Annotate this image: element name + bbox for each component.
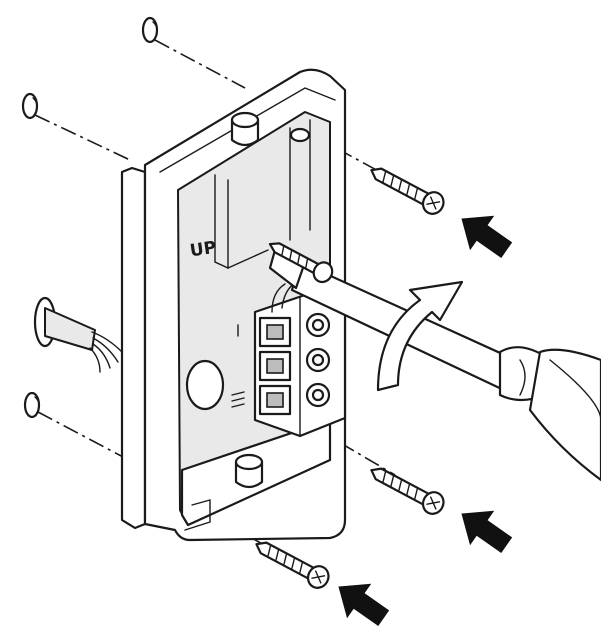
terminal-block-icon <box>253 281 347 438</box>
cable-icon <box>33 296 123 373</box>
push-arrow-icon <box>461 510 513 553</box>
wood-screw-icon <box>255 541 330 589</box>
push-arrow-icon <box>338 583 390 626</box>
up-label: UP <box>189 238 218 261</box>
wood-screw-icon <box>370 467 445 515</box>
wood-screw-icon <box>268 242 334 284</box>
wood-screw-icon <box>370 167 445 215</box>
wall-plug-icon <box>21 92 39 120</box>
rotate-arrow-icon <box>376 280 464 392</box>
wall-plug-icon <box>23 391 41 419</box>
push-arrow-icon <box>461 215 513 258</box>
wall-plug-icon <box>141 16 159 44</box>
